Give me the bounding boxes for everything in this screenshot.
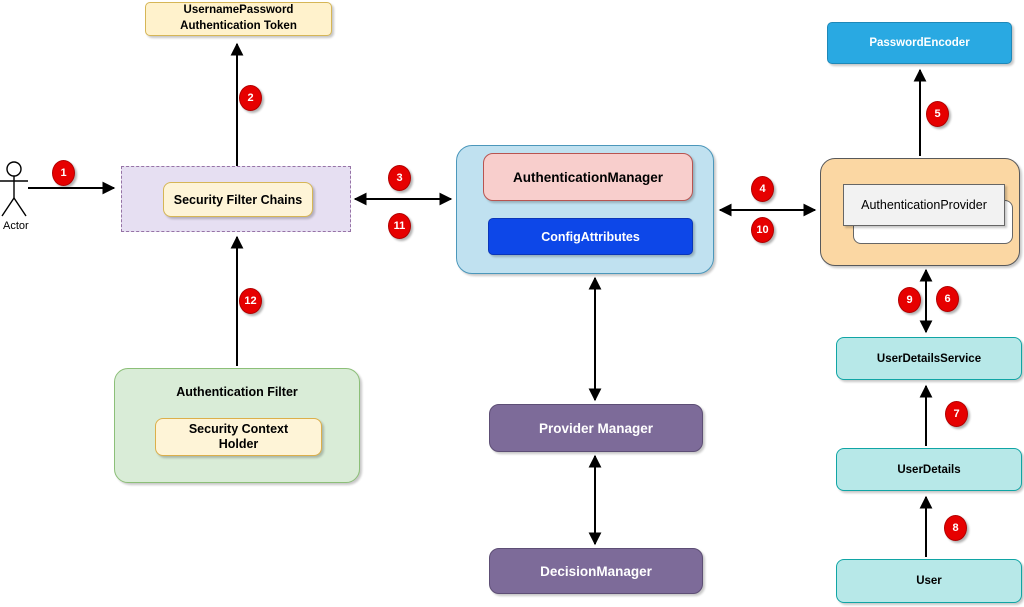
step-badge-8: 8	[944, 515, 967, 541]
step-badge-9: 9	[898, 287, 921, 313]
node-label: AuthenticationProvider	[861, 198, 987, 212]
step-badge-5: 5	[926, 101, 949, 127]
node-label: Authentication Token	[180, 20, 297, 32]
node-label: UserDetails	[897, 463, 961, 476]
node-label: Holder	[218, 437, 259, 451]
step-badge-2: 2	[239, 85, 262, 111]
node-user-details: UserDetails	[836, 448, 1022, 491]
node-decision-manager: DecisionManager	[489, 548, 703, 594]
node-label: Provider Manager	[538, 420, 654, 436]
step-badge-1: 1	[52, 160, 75, 186]
step-badge-3: 3	[388, 165, 411, 191]
node-user-details-service: UserDetailsService	[836, 337, 1022, 380]
node-label: DecisionManager	[540, 563, 652, 579]
actor-icon	[0, 161, 28, 217]
node-username-password-token: UsernamePassword Authentication Token	[145, 2, 332, 36]
node-password-encoder: PasswordEncoder	[827, 22, 1012, 64]
node-label: UsernamePassword	[183, 4, 294, 17]
step-badge-11: 11	[388, 213, 411, 239]
node-security-filter-chains: Security Filter Chains	[163, 182, 313, 217]
node-config-attributes: ConfigAttributes	[488, 218, 693, 255]
node-label: Security Filter Chains	[173, 192, 303, 207]
node-label: Authentication Filter	[176, 385, 298, 399]
step-badge-6: 6	[936, 286, 959, 312]
node-authentication-manager: AuthenticationManager	[483, 153, 693, 201]
actor-label: Actor	[3, 220, 29, 232]
node-label: AuthenticationManager	[512, 169, 663, 185]
step-badge-12: 12	[239, 288, 262, 314]
node-label: Security Context	[188, 422, 289, 436]
node-label: User	[916, 575, 942, 587]
step-badge-4: 4	[751, 176, 774, 202]
node-label: ConfigAttributes	[541, 229, 640, 244]
node-provider-manager: Provider Manager	[489, 404, 703, 452]
step-badge-10: 10	[751, 217, 774, 243]
node-security-context-holder: Security Context Holder	[155, 418, 322, 456]
node-authentication-provider: AuthenticationProvider	[843, 184, 1005, 226]
step-badge-7: 7	[945, 401, 968, 427]
node-user: User	[836, 559, 1022, 603]
node-label: UserDetailsService	[876, 352, 982, 365]
node-label: PasswordEncoder	[869, 37, 970, 49]
